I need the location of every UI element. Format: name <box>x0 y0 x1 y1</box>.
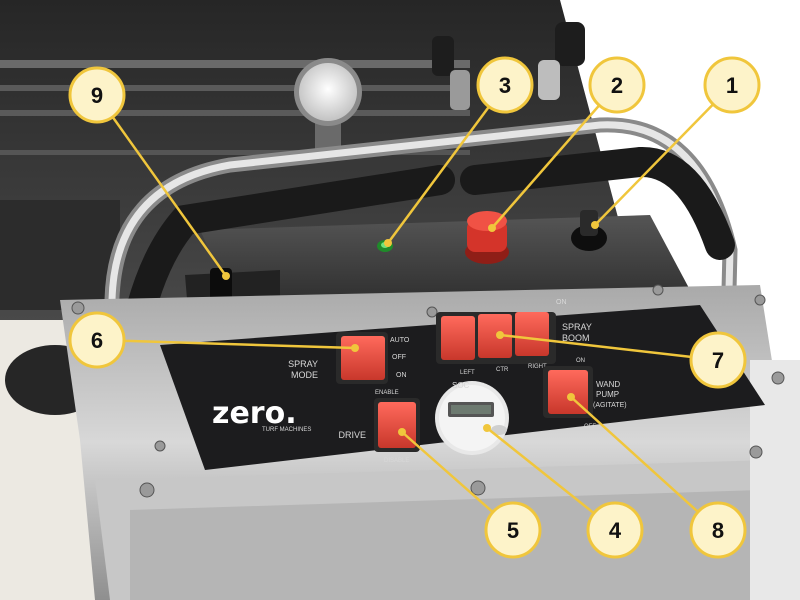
spray-boom-label-2: BOOM <box>562 333 590 343</box>
wand-pump-off: OFF <box>584 424 596 430</box>
key-switch <box>571 210 607 251</box>
spray-mode-off: OFF <box>392 354 406 361</box>
spray-mode-on: ON <box>396 372 407 379</box>
leader-dots <box>222 221 599 436</box>
panel-screws <box>71 284 785 498</box>
emergency-stop-button <box>465 211 509 264</box>
wand-pump-label-2: PUMP <box>596 390 619 399</box>
svg-text:6: 6 <box>91 328 103 353</box>
boom-left-switch <box>441 316 475 360</box>
callout-8: 8 <box>689 501 747 559</box>
drive-label: DRIVE <box>338 430 366 440</box>
spray-boom-label-1: SPRAY <box>562 322 592 332</box>
drive-disable: DISABLE <box>384 458 409 464</box>
spray-mode-label-2: MODE <box>291 370 318 380</box>
callout-3: 3 <box>476 56 534 114</box>
wand-pump-on: ON <box>576 358 585 364</box>
svg-text:1: 1 <box>726 73 738 98</box>
boom-right-label: RIGHT <box>528 364 547 370</box>
svg-text:9: 9 <box>91 83 103 108</box>
svg-text:8: 8 <box>712 518 724 543</box>
boom-center-label: CTR <box>496 367 509 373</box>
boom-center-switch <box>478 314 512 358</box>
spray-boom-switches <box>436 312 556 364</box>
svg-text:5: 5 <box>507 518 519 543</box>
soc-label: SOC <box>452 381 470 390</box>
brand-subtitle: TURF MACHINES <box>262 427 311 433</box>
boom-left-label: LEFT <box>460 370 475 376</box>
wand-pump-label-1: WAND <box>596 380 620 389</box>
boom-right-switch <box>515 312 549 356</box>
top-plate <box>200 215 690 305</box>
callout-4: 4 <box>586 501 644 559</box>
spray-boom-on: ON <box>556 299 567 306</box>
drive-switch <box>374 398 420 452</box>
soc-display <box>435 381 509 455</box>
callout-9: 9 <box>68 66 126 124</box>
svg-text:3: 3 <box>499 73 511 98</box>
svg-text:2: 2 <box>611 73 623 98</box>
callout-6: 6 <box>68 311 126 369</box>
brand-logo: zero. <box>212 396 297 431</box>
callout-5: 5 <box>484 501 542 559</box>
svg-text:4: 4 <box>609 518 622 543</box>
spray-mode-label-1: SPRAY <box>288 359 318 369</box>
callout-7: 7 <box>689 331 747 389</box>
drive-enable: ENABLE <box>375 390 399 396</box>
spray-mode-auto: AUTO <box>390 337 410 344</box>
spray-mode-switch <box>336 332 388 384</box>
rear-knobs <box>432 22 585 110</box>
wand-pump-label-3: (AGITATE) <box>593 402 627 409</box>
callout-2: 2 <box>588 56 646 114</box>
svg-text:7: 7 <box>712 348 724 373</box>
callout-1: 1 <box>703 56 761 114</box>
